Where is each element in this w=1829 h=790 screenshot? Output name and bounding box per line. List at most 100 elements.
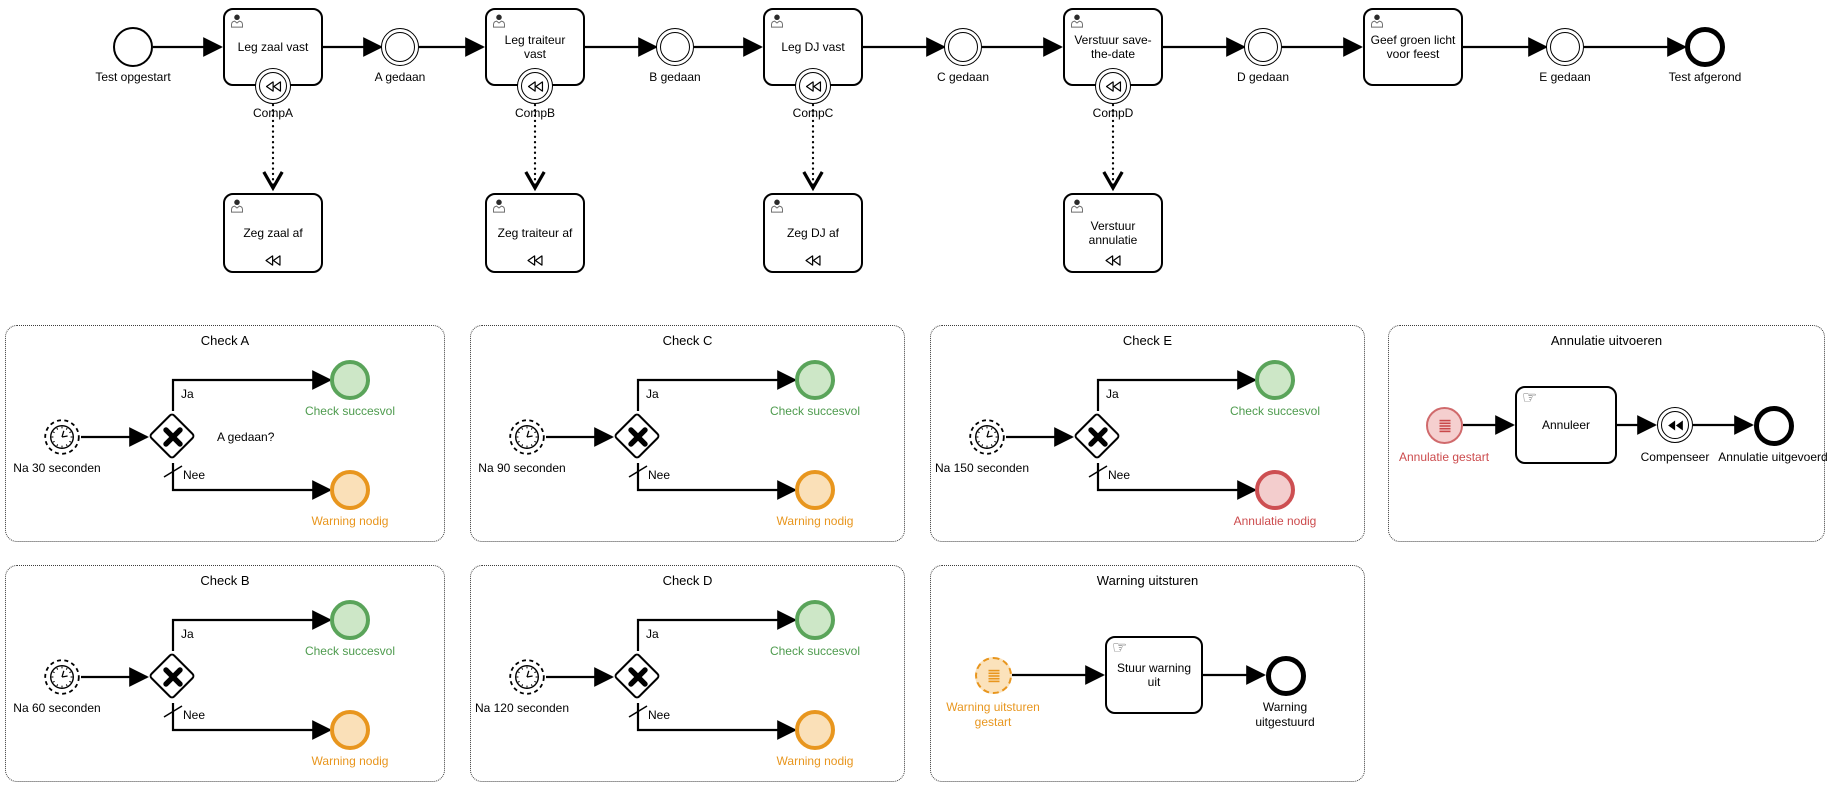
- comp-task-zeg-zaal-af[interactable]: Zeg zaal af: [223, 193, 323, 273]
- no-flow-label: Nee: [648, 468, 671, 482]
- gateway-question-label: A gedaan?: [217, 430, 275, 444]
- no-flow-label: Nee: [183, 708, 206, 722]
- timer-label: Na 90 seconden: [478, 461, 566, 475]
- fail-label: Annulatie nodig: [1233, 514, 1317, 528]
- comp-task-zeg-traiteur-af[interactable]: Zeg traiteur af: [485, 193, 585, 273]
- user-icon: [491, 13, 507, 28]
- lines-icon: [1438, 419, 1452, 433]
- timer-label: Na 120 seconden: [474, 701, 570, 715]
- task-label: Leg DJ vast: [781, 40, 845, 54]
- conditional-start-event-annulatie[interactable]: [1426, 407, 1463, 444]
- task-geef-groen-licht[interactable]: Geef groen licht voor feest: [1363, 8, 1463, 86]
- task-label: Annuleer: [1541, 418, 1591, 432]
- user-icon: [1069, 198, 1085, 213]
- subprocess-title: Annulatie uitvoeren: [1550, 333, 1663, 348]
- compensation-throw-event[interactable]: [1657, 407, 1693, 443]
- subprocess-title: Check B: [200, 573, 250, 588]
- task-label: Zeg zaal af: [243, 226, 303, 240]
- milestone-label: E gedaan: [1539, 70, 1591, 84]
- yes-flow-label: Ja: [181, 627, 194, 641]
- user-icon: [229, 13, 245, 28]
- xor-gateway[interactable]: [612, 411, 664, 463]
- yes-flow-label: Ja: [181, 387, 194, 401]
- boundary-event-label: CompC: [792, 106, 834, 120]
- end-event-label: Annulatie uitgevoerd: [1718, 450, 1828, 464]
- success-label: Check succesvol: [769, 644, 861, 658]
- end-event-label: Test afgerond: [1668, 70, 1742, 84]
- end-event[interactable]: [1685, 27, 1725, 67]
- end-event-success[interactable]: [1255, 360, 1295, 400]
- xor-gateway[interactable]: [147, 411, 199, 463]
- xor-gateway[interactable]: [1072, 411, 1124, 463]
- task-stuur-warning-uit[interactable]: ☞ Stuur warning uit: [1105, 636, 1203, 714]
- boundary-compensation-event-d[interactable]: [1095, 68, 1131, 104]
- subprocess-title: Check C: [662, 333, 713, 348]
- milestone-label: D gedaan: [1236, 70, 1290, 84]
- end-event-warning[interactable]: [795, 470, 835, 510]
- timer-start-event[interactable]: [508, 418, 546, 456]
- task-label: Zeg DJ af: [786, 226, 840, 240]
- start-event-label: Annulatie gestart: [1398, 450, 1490, 464]
- end-event-annulatie[interactable]: [1255, 470, 1295, 510]
- boundary-compensation-event-b[interactable]: [517, 68, 553, 104]
- end-event-success[interactable]: [795, 600, 835, 640]
- intermediate-event-d-gedaan[interactable]: [1244, 28, 1282, 66]
- conditional-start-event-warning[interactable]: [975, 657, 1012, 694]
- end-event-success[interactable]: [330, 600, 370, 640]
- end-event-warning[interactable]: [330, 470, 370, 510]
- end-event-success[interactable]: [795, 360, 835, 400]
- task-label: Leg zaal vast: [237, 40, 309, 54]
- milestone-label: A gedaan: [374, 70, 426, 84]
- boundary-event-label: CompD: [1092, 106, 1134, 120]
- comp-task-verstuur-annulatie[interactable]: Verstuur annulatie: [1063, 193, 1163, 273]
- comp-task-zeg-dj-af[interactable]: Zeg DJ af: [763, 193, 863, 273]
- end-event-annulatie-uitgevoerd[interactable]: [1754, 406, 1794, 446]
- fail-label: Warning nodig: [311, 754, 389, 768]
- timer-start-event[interactable]: [968, 418, 1006, 456]
- compensate-label: Compenseer: [1640, 450, 1710, 464]
- lines-icon: [987, 669, 1001, 683]
- compensation-icon: [1667, 420, 1684, 431]
- intermediate-event-c-gedaan[interactable]: [944, 28, 982, 66]
- subprocess-title: Check E: [1122, 333, 1173, 348]
- boundary-event-label: CompB: [514, 106, 555, 120]
- start-event[interactable]: [113, 27, 153, 67]
- compensation-icon: [805, 81, 822, 92]
- compensation-marker-icon: [1105, 255, 1122, 266]
- task-label: Verstuur save-the-date: [1074, 33, 1152, 61]
- x-mark-icon: [1088, 427, 1108, 447]
- manual-task-icon: ☞: [1522, 388, 1538, 407]
- timer-start-event[interactable]: [43, 418, 81, 456]
- compensation-marker-icon: [527, 255, 544, 266]
- end-event-warning-uitgestuurd[interactable]: [1266, 656, 1306, 696]
- task-label: Leg traiteur vast: [504, 33, 566, 61]
- task-annuleer[interactable]: ☞ Annuleer: [1515, 386, 1617, 464]
- intermediate-event-b-gedaan[interactable]: [656, 28, 694, 66]
- x-mark-icon: [163, 427, 183, 447]
- end-event-success[interactable]: [330, 360, 370, 400]
- boundary-compensation-event-c[interactable]: [795, 68, 831, 104]
- task-label: Stuur warning uit: [1116, 661, 1192, 689]
- fail-label: Warning nodig: [776, 514, 854, 528]
- compensation-icon: [527, 81, 544, 92]
- subprocess-title: Warning uitsturen: [1096, 573, 1199, 588]
- intermediate-event-e-gedaan[interactable]: [1546, 28, 1584, 66]
- user-icon: [491, 198, 507, 213]
- end-event-warning[interactable]: [795, 710, 835, 750]
- milestone-label: B gedaan: [649, 70, 701, 84]
- xor-gateway[interactable]: [612, 651, 664, 703]
- end-event-warning[interactable]: [330, 710, 370, 750]
- xor-gateway[interactable]: [147, 651, 199, 703]
- end-event-label: Warning uitgestuurd: [1255, 700, 1315, 729]
- boundary-compensation-event-a[interactable]: [255, 68, 291, 104]
- no-flow-label: Nee: [648, 708, 671, 722]
- timer-start-event[interactable]: [508, 658, 546, 696]
- no-flow-label: Nee: [1108, 468, 1131, 482]
- user-icon: [229, 198, 245, 213]
- subprocess-title: Check D: [662, 573, 713, 588]
- yes-flow-label: Ja: [1106, 387, 1119, 401]
- start-event-label: Test opgestart: [95, 70, 171, 84]
- success-label: Check succesvol: [304, 644, 396, 658]
- intermediate-event-a-gedaan[interactable]: [381, 28, 419, 66]
- timer-start-event[interactable]: [43, 658, 81, 696]
